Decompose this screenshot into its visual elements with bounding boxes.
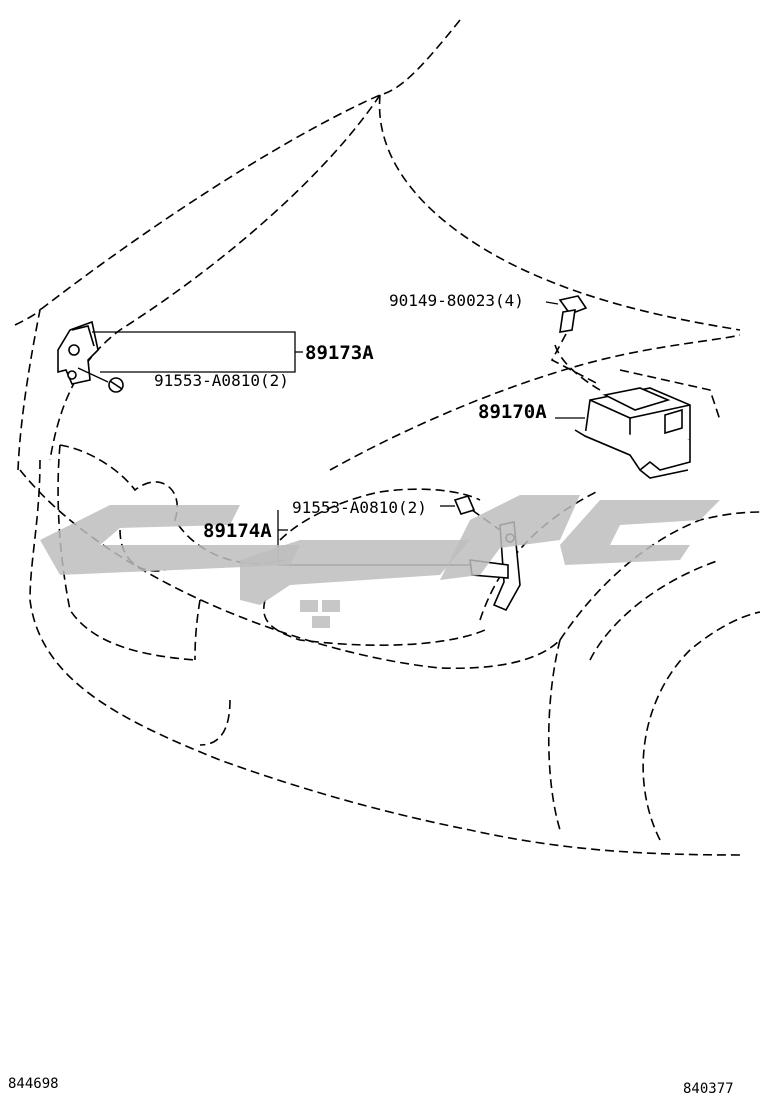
callout-89173A: 89173A xyxy=(305,342,374,364)
callout-90149: 90149-80023(4) xyxy=(389,291,524,310)
leader-89173A xyxy=(92,331,296,373)
airbag-module-89170A-icon xyxy=(574,387,691,479)
bolt-91553-left-icon xyxy=(77,367,124,393)
callout-91553-center: 91553-A0810(2) xyxy=(292,498,427,517)
footer-left-code: 844698 xyxy=(8,1076,59,1092)
sensor-89173A-icon xyxy=(57,320,99,385)
watermark-logo xyxy=(40,495,720,628)
screw-90149-icon xyxy=(545,295,588,333)
footer-right-code: 840377 xyxy=(683,1081,734,1097)
callout-89170A: 89170A xyxy=(478,401,547,423)
screw-path xyxy=(550,333,601,386)
callout-89174A: 89174A xyxy=(203,520,272,542)
car-body-outline xyxy=(14,19,760,856)
callout-91553-left: 91553-A0810(2) xyxy=(154,371,289,390)
